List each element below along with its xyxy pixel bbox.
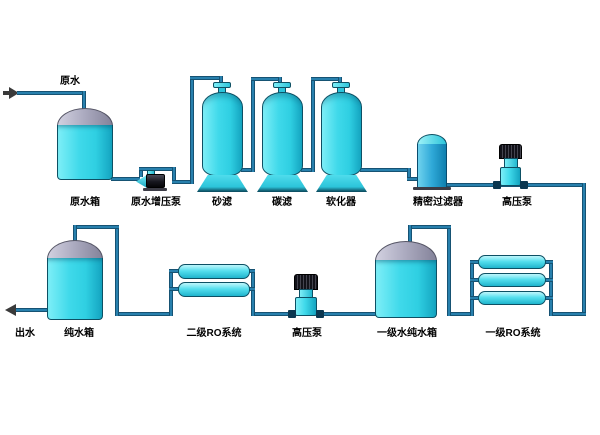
pipe-segment	[219, 76, 223, 85]
ro1-stub	[470, 260, 480, 264]
ro1-tank-dome	[375, 241, 437, 261]
pipe-segment	[251, 77, 282, 81]
pipe-segment	[251, 77, 255, 172]
raw-water-tank-label: 原水箱	[70, 197, 100, 208]
ro1-stub	[543, 278, 553, 282]
carbon-filter-base	[257, 175, 308, 192]
ro2-stub	[245, 269, 255, 273]
ro2-membrane	[178, 282, 250, 297]
inlet-arrow-shaft	[3, 91, 10, 95]
sand-filter-base	[197, 175, 248, 192]
ro2-right-manifold	[251, 269, 255, 316]
ro2-stub	[245, 287, 255, 291]
pipe-segment	[301, 168, 315, 172]
pipe-segment	[318, 312, 376, 316]
precision-filter-body	[417, 144, 447, 188]
pipe-segment	[172, 180, 194, 184]
precision-filter-label: 精密过滤器	[413, 197, 463, 208]
pipe-segment	[139, 167, 176, 171]
pipe-segment	[82, 91, 86, 113]
hp-pump-bottom-flange-left	[288, 310, 296, 318]
pure-water-tank-label: 纯水箱	[64, 328, 94, 339]
pipe-segment	[255, 312, 290, 316]
ro1-stub	[543, 260, 553, 264]
pipe-segment	[552, 312, 586, 316]
ro1-left-manifold	[470, 260, 474, 316]
booster-pump-motor	[146, 174, 165, 188]
pure-water-tank-dome	[47, 240, 103, 259]
hp-pump-top-flange-right	[520, 181, 528, 189]
precision-filter-base	[413, 187, 451, 190]
hp-pump-top-label: 高压泵	[502, 197, 532, 208]
ro1-stub	[470, 296, 480, 300]
pipe-segment	[407, 168, 411, 181]
pipe-segment	[278, 77, 282, 86]
pipe-segment	[407, 177, 420, 181]
pipe-segment	[16, 308, 48, 312]
booster-pump-base	[143, 188, 167, 191]
ro1-stub	[470, 278, 480, 282]
ro1-label: 一级RO系统	[485, 328, 541, 339]
pipe-segment	[408, 225, 412, 247]
ro2-stub	[169, 269, 179, 273]
pure-water-tank	[47, 258, 103, 320]
sand-filter-label: 砂滤	[212, 197, 232, 208]
booster-pump-label: 原水增压泵	[131, 197, 181, 208]
sand-filter-vessel	[202, 92, 243, 176]
hp-pump-bottom-label: 高压泵	[292, 328, 322, 339]
pipe-segment	[582, 183, 586, 316]
pipe-segment	[311, 77, 315, 172]
pipe-segment	[447, 227, 451, 316]
ro2-stub	[169, 287, 179, 291]
hp-pump-top-body	[500, 167, 521, 186]
raw-water-tank-dome	[57, 108, 113, 126]
outlet-label: 出水	[15, 328, 35, 339]
softener-base	[316, 175, 367, 192]
pipe-segment	[75, 225, 119, 229]
ro1-membrane	[478, 273, 546, 287]
outlet-arrow-icon	[5, 304, 16, 316]
ro1-tank	[375, 260, 437, 318]
pipe-segment	[311, 77, 342, 81]
pipe-segment	[241, 168, 255, 172]
pipe-segment	[115, 227, 119, 316]
ro1-stub	[543, 296, 553, 300]
carbon-filter-label: 碳滤	[272, 197, 292, 208]
softener-label: 软化器	[326, 197, 356, 208]
ro1-right-manifold	[549, 260, 553, 316]
pipe-segment	[172, 167, 176, 184]
hp-pump-top-motor	[499, 144, 522, 159]
ro2-membrane	[178, 264, 250, 279]
pipe-segment	[449, 312, 474, 316]
pipe-segment	[139, 168, 143, 177]
hp-pump-top-flange-left	[493, 181, 501, 189]
pipe-segment	[410, 225, 451, 229]
carbon-filter-vessel	[262, 92, 303, 176]
ro1-membrane	[478, 291, 546, 305]
ro1-membrane	[478, 255, 546, 269]
softener-vessel	[321, 92, 362, 176]
ro1-tank-label: 一级水纯水箱	[377, 328, 437, 339]
ro2-left-manifold	[169, 269, 173, 316]
pipe-segment	[115, 312, 173, 316]
pipe-segment	[190, 76, 194, 184]
pipe-segment	[338, 77, 342, 86]
pipe-segment	[360, 168, 411, 172]
hp-pump-bottom-body	[295, 297, 317, 316]
ro2-label: 二级RO系统	[186, 328, 242, 339]
hp-pump-bottom-flange-right	[316, 310, 324, 318]
pipe-segment	[17, 91, 85, 95]
inlet-label: 原水	[60, 76, 80, 87]
booster-pump-inlet-cone	[136, 175, 147, 188]
inlet-arrow-icon	[9, 87, 19, 99]
pipe-segment	[190, 76, 223, 80]
raw-water-tank	[57, 125, 113, 180]
hp-pump-bottom-motor	[294, 274, 318, 290]
pipe-segment	[73, 225, 77, 247]
pipe-segment	[111, 177, 140, 181]
